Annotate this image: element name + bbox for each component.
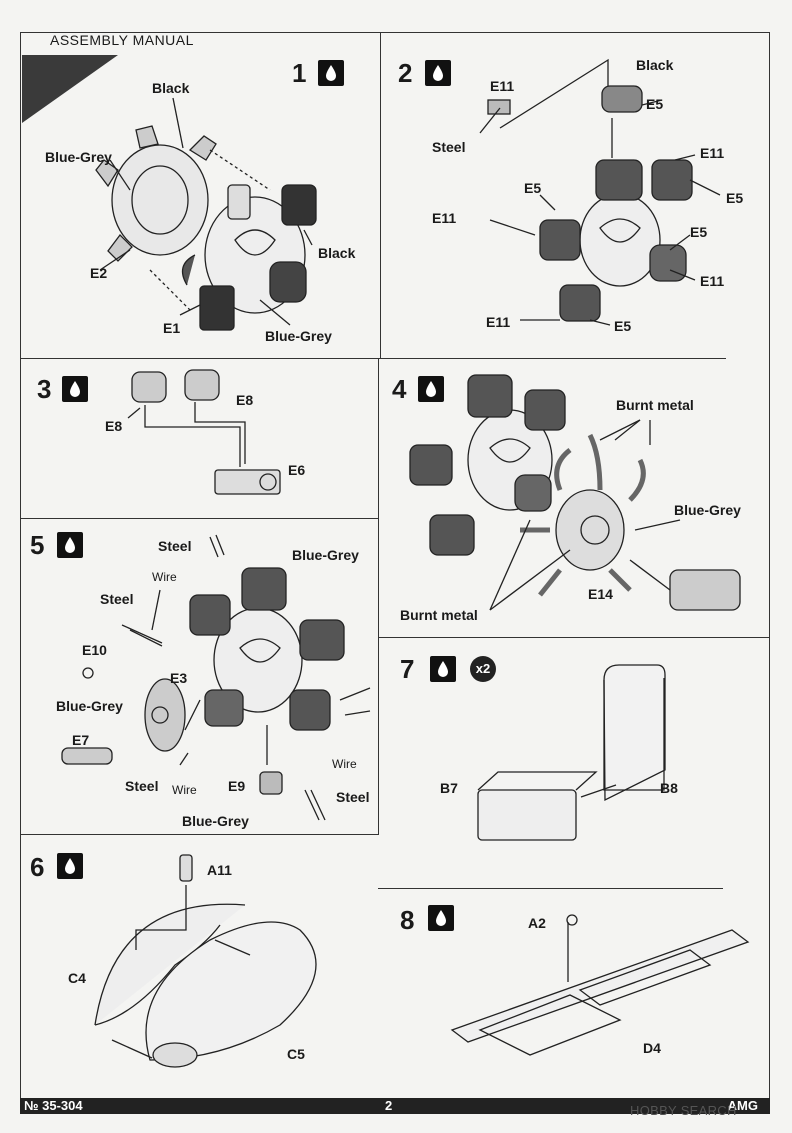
step-number: 8: [400, 905, 415, 935]
step8-label: D4: [643, 1040, 661, 1056]
glue-drop-icon: [62, 376, 88, 402]
step2-label: E5: [646, 96, 664, 112]
step-number: 7: [400, 654, 415, 684]
glue-drop-icon: [428, 905, 454, 931]
step2-label: Black: [636, 57, 674, 73]
glue-drop-icon: [418, 376, 444, 402]
step5-label: Steel: [125, 778, 159, 794]
corner-triangle: [22, 55, 118, 123]
row-divider-left-2: [21, 518, 378, 519]
product-code: № 35-304: [24, 1098, 83, 1113]
step6-label: A11: [207, 862, 232, 878]
row-divider-right-2: [378, 637, 769, 638]
step5-label: E7: [72, 732, 90, 748]
step2-label: E5: [524, 180, 542, 196]
step2-label: E5: [726, 190, 744, 206]
step2-label: Steel: [432, 139, 466, 155]
step4-label: E14: [588, 586, 613, 602]
quantity-multiplier-badge: x2: [470, 656, 496, 682]
step5-label: Wire: [172, 783, 197, 797]
step-number: 2: [398, 58, 413, 88]
step2-label: E11: [432, 210, 457, 226]
step2-label: E5: [690, 224, 708, 240]
watermark: HOBBY SEARCH: [630, 1103, 737, 1118]
step3-label: E6: [288, 462, 306, 478]
row-divider-1: [21, 358, 726, 359]
step7-seat-drawing: [477, 664, 666, 841]
step5-label: E3: [170, 670, 188, 686]
step-number: 3: [37, 374, 52, 404]
step7-label: B7: [440, 780, 458, 796]
step5-label: Blue-Grey: [182, 813, 249, 829]
glue-drop-icon: [57, 853, 83, 879]
step5-label: E10: [82, 642, 107, 658]
page-number: 2: [385, 1098, 393, 1113]
step2-label: E5: [614, 318, 632, 334]
step5-label: Steel: [158, 538, 192, 554]
step1-label: E1: [163, 320, 181, 336]
step-number: 6: [30, 852, 45, 882]
step-number: 1: [292, 58, 307, 88]
step1-label: Blue-Grey: [45, 149, 112, 165]
step1-crankcase-drawing: [95, 97, 317, 331]
step4-engine-drawing: [409, 374, 741, 611]
step3-label: E8: [236, 392, 254, 408]
glue-drop-icon: [425, 60, 451, 86]
step8-label: A2: [528, 915, 546, 931]
step1-label: Black: [318, 245, 356, 261]
step5-label: Wire: [332, 757, 357, 771]
glue-drop-icon: [430, 656, 456, 682]
step-number: 5: [30, 530, 45, 560]
glue-drop-icon: [57, 532, 83, 558]
step3-parts-drawing: [127, 369, 281, 495]
brand-logo: AMG: [727, 1098, 758, 1113]
step2-label: E11: [490, 78, 515, 94]
row-divider-left-3: [21, 834, 378, 835]
step5-label: E9: [228, 778, 246, 794]
step4-label: Burnt metal: [400, 607, 478, 623]
column-divider-middle: [378, 359, 379, 835]
step6-label: C4: [68, 970, 86, 986]
step5-label: Blue-Grey: [56, 698, 123, 714]
footer-bar: № 35-304 2 AMG: [20, 1098, 770, 1114]
step5-label: Wire: [152, 570, 177, 584]
step3-label: E8: [105, 418, 123, 434]
step1-label: Black: [152, 80, 190, 96]
step8-floorplate-drawing: [450, 914, 750, 1056]
step2-engine-drawing: [479, 58, 721, 326]
step5-label: Steel: [100, 591, 134, 607]
step6-label: C5: [287, 1046, 305, 1062]
step1-label: E2: [90, 265, 108, 281]
step5-engine-drawing: [61, 534, 371, 821]
step2-label: E11: [486, 314, 511, 330]
step2-label: E11: [700, 145, 725, 161]
column-divider-top: [380, 33, 381, 359]
glue-drop-icon: [318, 60, 344, 86]
step1-label: Blue-Grey: [265, 328, 332, 344]
step2-label: E11: [700, 273, 725, 289]
step7-label: B8: [660, 780, 678, 796]
step5-label: Steel: [336, 789, 370, 805]
manual-title: ASSEMBLY MANUAL: [50, 32, 194, 48]
step-number: 4: [392, 374, 407, 404]
step4-label: Burnt metal: [616, 397, 694, 413]
step6-cowling-drawing: [94, 854, 317, 1068]
row-divider-right-3: [378, 888, 723, 889]
step4-label: Blue-Grey: [674, 502, 741, 518]
step5-label: Blue-Grey: [292, 547, 359, 563]
